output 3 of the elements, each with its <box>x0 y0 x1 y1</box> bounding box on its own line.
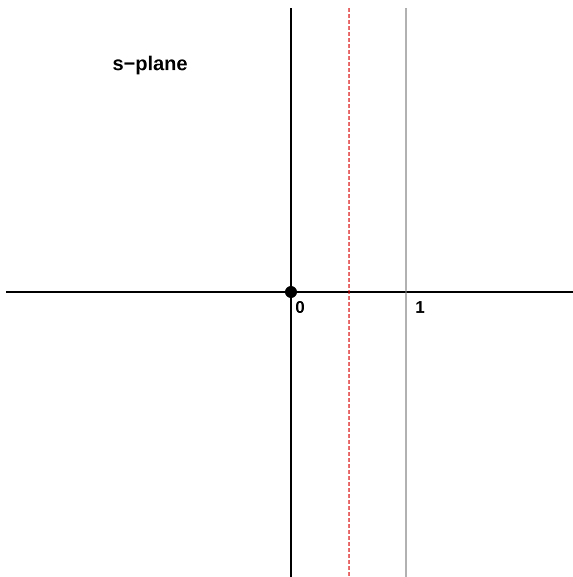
axis-label: s−plane <box>113 56 187 74</box>
axis-label: 1 <box>416 301 424 313</box>
axis-label: 0 <box>296 300 304 314</box>
